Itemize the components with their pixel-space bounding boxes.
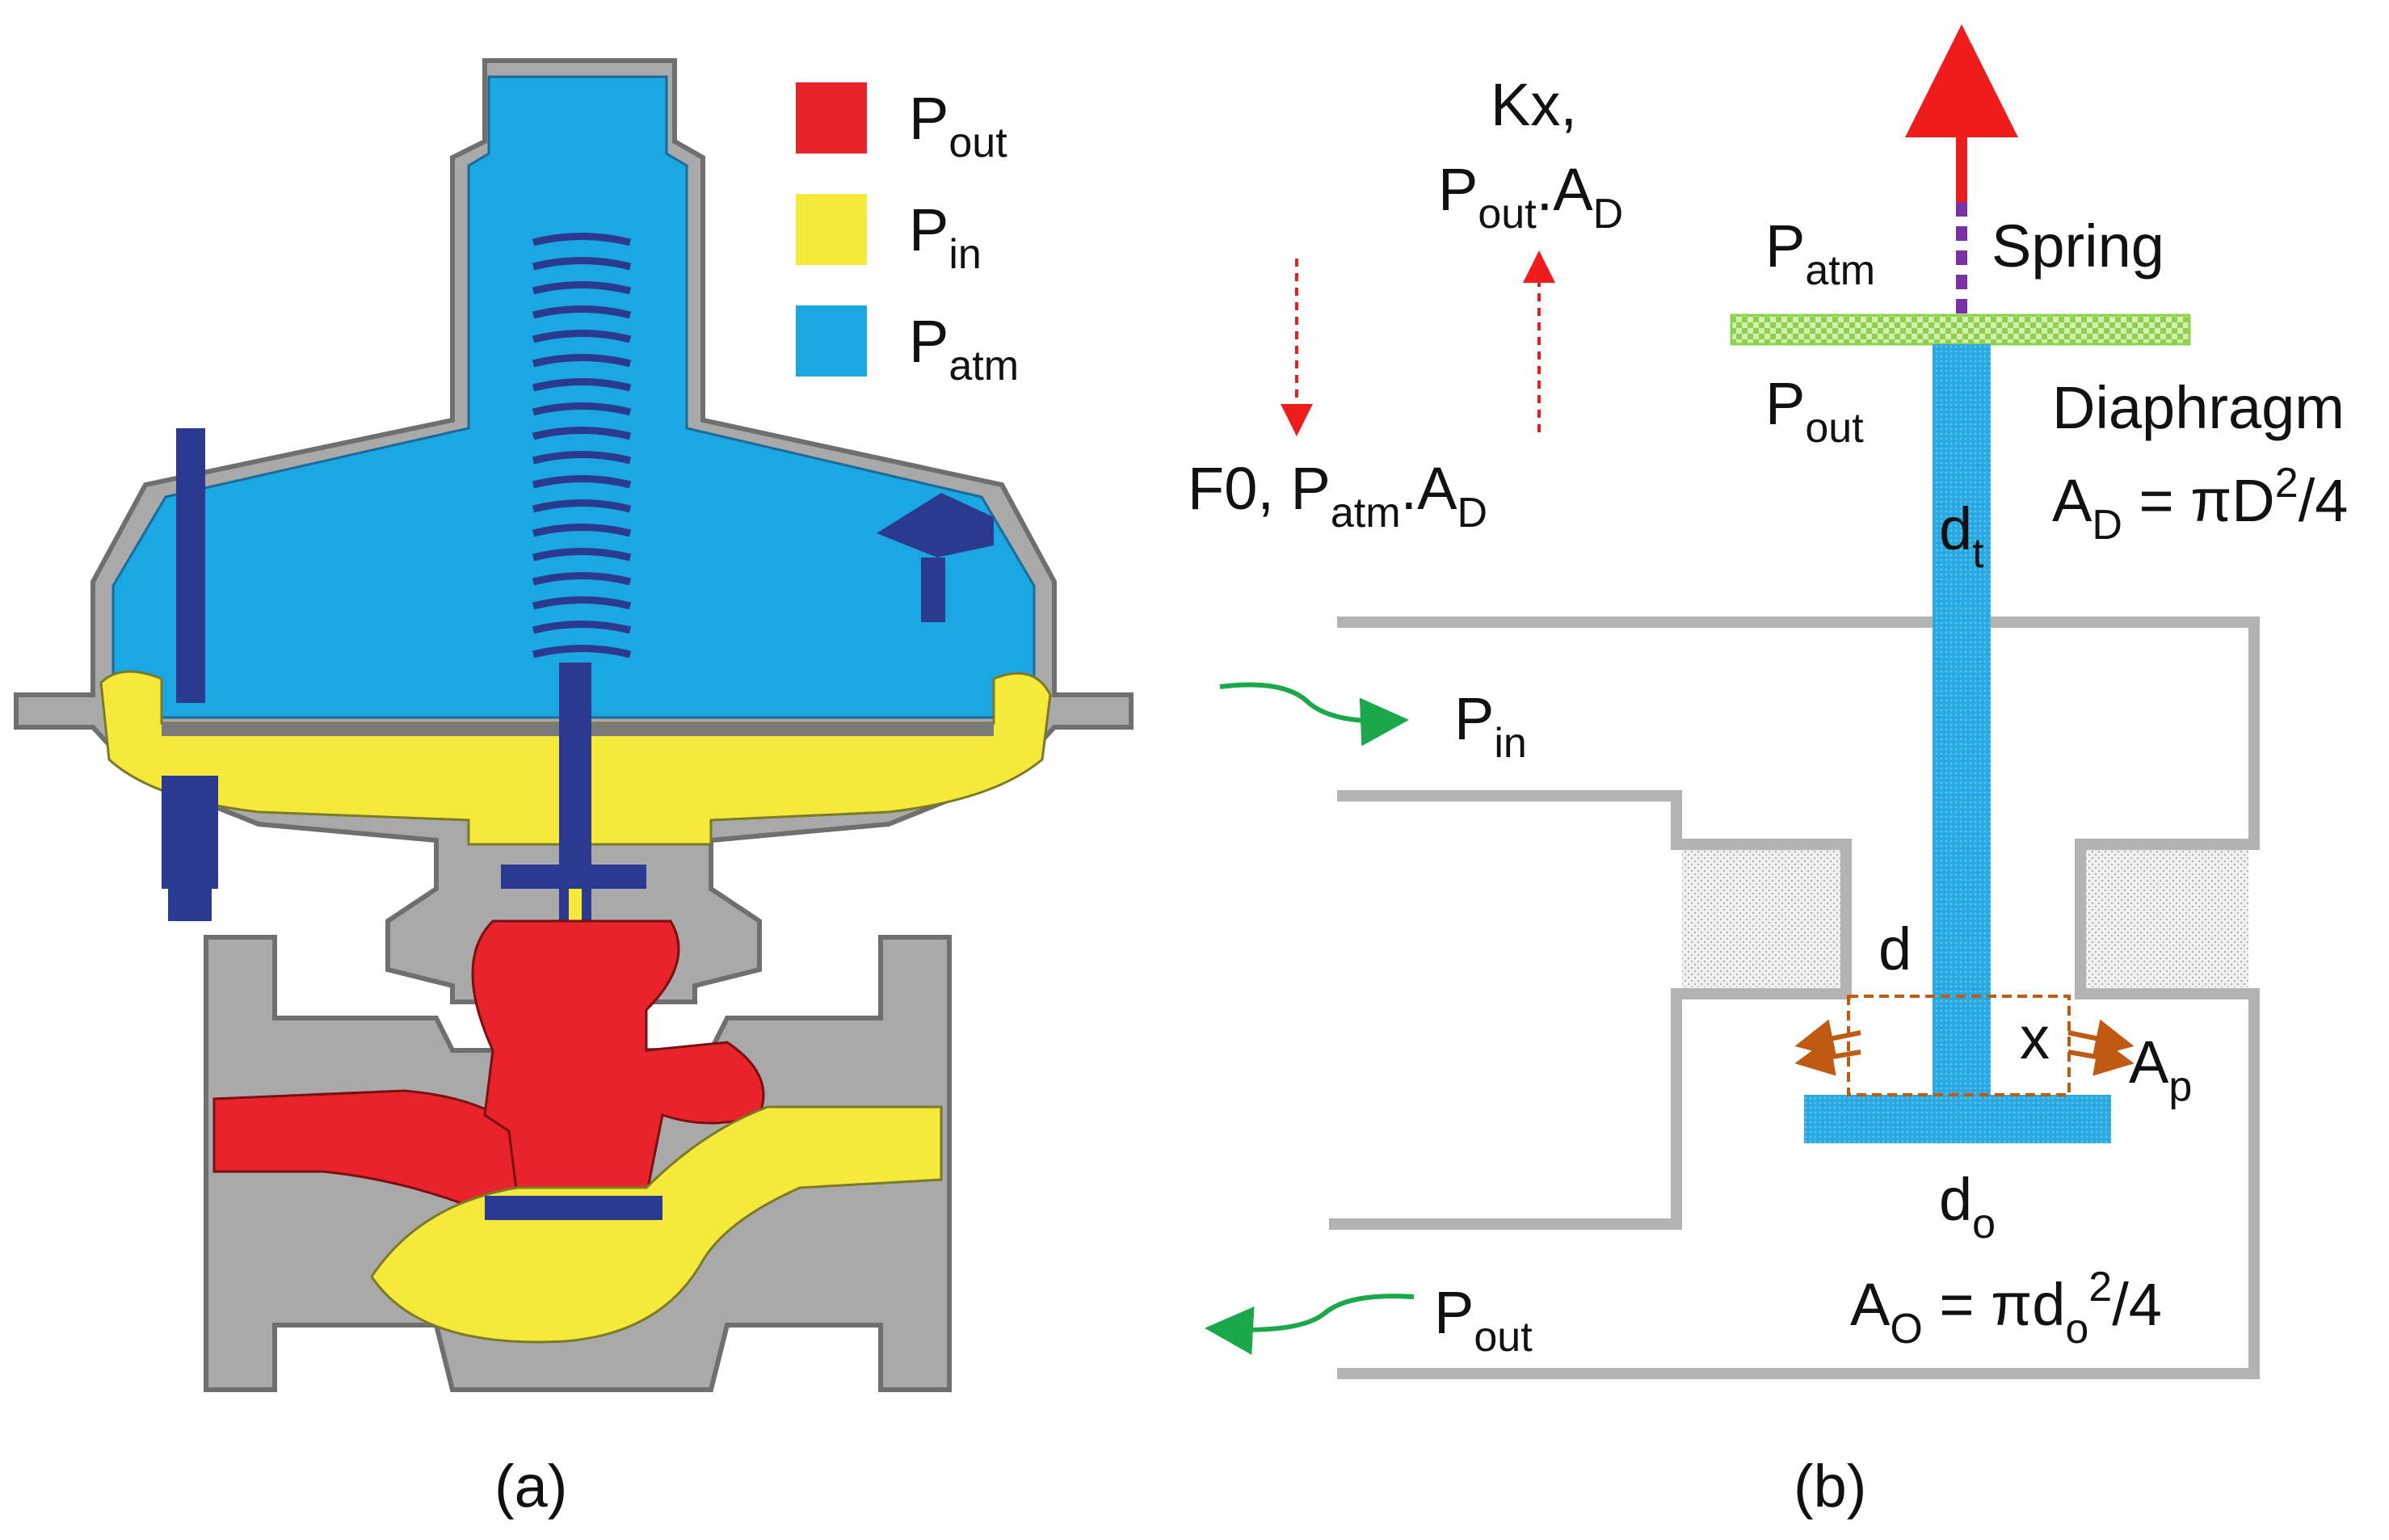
spring-coils	[532, 233, 632, 658]
label-pout-bottom: Pout	[1434, 1279, 1533, 1361]
label-area-d: AD = πD2/4	[2052, 460, 2348, 549]
upper-pipe-wall	[1337, 616, 2260, 1379]
label-ap: Ap	[2129, 1029, 2192, 1110]
label-f0-patm-ad: F0, Patm.AD	[1188, 455, 1487, 536]
legend-label-patm: Patm	[909, 308, 1019, 389]
inlet-passage	[370, 1105, 943, 1344]
legend-label-pout: Pout	[909, 85, 1007, 166]
right-vent-cap	[877, 493, 994, 622]
caption-b: (b)	[1794, 1453, 1866, 1520]
label-pin: Pin	[1454, 685, 1527, 767]
label-spring: Spring	[1992, 212, 2164, 280]
caption-a: (a)	[494, 1453, 567, 1520]
legend-swatch-pin	[796, 194, 867, 265]
legend-swatch-pout	[796, 82, 867, 154]
label-x: x	[2020, 1004, 2050, 1071]
label-patm: Patm	[1765, 212, 1875, 294]
control-volume	[1847, 995, 2071, 1096]
label-area-o: AO = πdo2/4	[1850, 1264, 2162, 1353]
label-d: d	[1878, 915, 1912, 982]
legend-swatch-patm	[796, 305, 867, 377]
label-pout-ad: Pout.AD	[1438, 156, 1623, 238]
valve-plug	[1804, 1095, 2111, 1143]
stem	[1933, 344, 1991, 1096]
lower-pipe-wall	[1329, 790, 1852, 1230]
label-kx: Kx,	[1491, 71, 1577, 138]
schematic	[1205, 24, 2260, 1379]
outlet-flow-arrow	[1205, 1294, 1415, 1355]
label-do: do	[1939, 1166, 1996, 1248]
orifice-seat-right	[2086, 850, 2248, 987]
valve-yoke	[501, 865, 646, 889]
left-relief-valve	[162, 428, 218, 921]
label-diaphragm: Diaphragm	[2052, 374, 2345, 441]
diaphragm	[1730, 313, 2191, 346]
label-dt: dt	[1939, 495, 1984, 577]
label-pout-top: Pout	[1765, 370, 1864, 452]
regulator-cross-section	[14, 58, 1134, 1392]
legend: Pout Pin Patm	[796, 82, 1019, 389]
orifice-seat-left	[1682, 850, 1840, 987]
ap-arrows	[1794, 1019, 2135, 1076]
valve-disc	[485, 1196, 662, 1220]
inlet-flow-arrow	[1219, 682, 1409, 747]
legend-label-pin: Pin	[909, 196, 982, 278]
